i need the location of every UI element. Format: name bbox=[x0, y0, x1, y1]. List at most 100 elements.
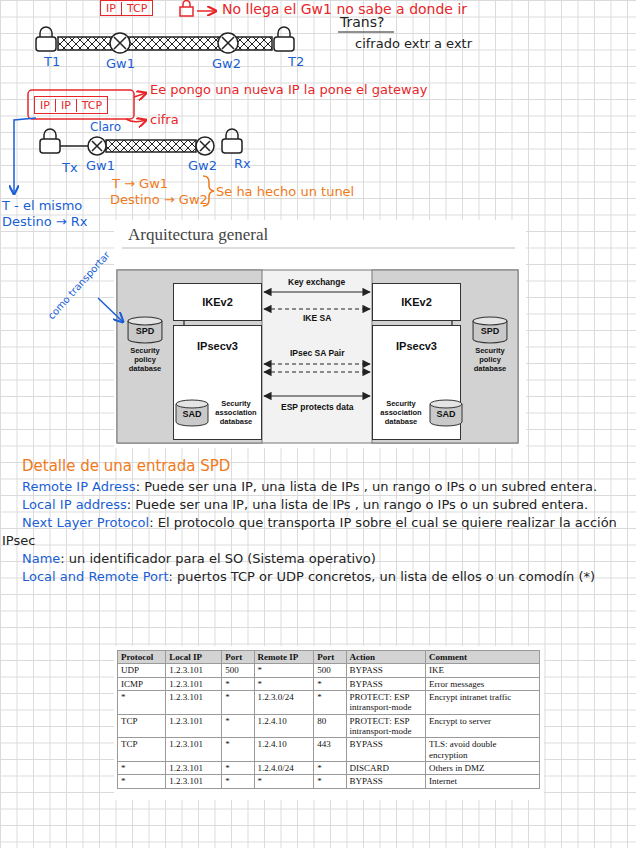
table-cell: TCP bbox=[118, 714, 166, 738]
table-cell: * bbox=[314, 691, 346, 715]
packet-field: IP bbox=[101, 2, 122, 15]
note-label: Rx bbox=[234, 156, 251, 172]
field-description: : Puede ser una IP, una lista de IPs , u… bbox=[136, 479, 597, 494]
note-label: T2 bbox=[288, 54, 304, 70]
connector-line bbox=[264, 308, 370, 309]
table-cell: * bbox=[118, 762, 166, 775]
table-header: Local IP bbox=[166, 651, 222, 664]
sad-cylinder: SAD bbox=[429, 399, 463, 427]
packet-field: TCP bbox=[122, 2, 152, 15]
table-row: UDP1.2.3.101500*500BYPASSIKE bbox=[118, 664, 540, 677]
note-label: Claro bbox=[90, 120, 121, 134]
node-label: IKEv2 bbox=[401, 296, 432, 308]
table-row: *1.2.3.101*1.2.3.0/24*PROTECT: ESP intra… bbox=[118, 691, 540, 715]
ike-box: IKEv2 bbox=[173, 283, 262, 321]
table-cell: * bbox=[314, 762, 346, 775]
spd-table: ProtocolLocal IPPortRemote IPPortActionC… bbox=[117, 650, 540, 789]
table-cell: * bbox=[314, 677, 346, 690]
node-label: SAD bbox=[182, 409, 201, 419]
note-label: Gw2 bbox=[212, 56, 241, 72]
ike-box: IKEv2 bbox=[372, 283, 461, 321]
notes-block: Remote IP Adress: Puede ser una IP, una … bbox=[2, 478, 630, 586]
table-row: *1.2.3.101***BYPASSInternet bbox=[118, 775, 540, 788]
table-cell: BYPASS bbox=[346, 738, 425, 762]
table-cell: * bbox=[222, 738, 254, 762]
table-cell: 1.2.4.10 bbox=[254, 714, 314, 738]
table-cell: Encrypt to server bbox=[425, 714, 539, 738]
table-cell: * bbox=[118, 775, 166, 788]
note-label: Se ha hecho un tunel bbox=[216, 184, 354, 200]
note-label: Gw2 bbox=[188, 158, 217, 174]
field-description: : Puede ser una IP, una lista de IPs , u… bbox=[127, 497, 588, 512]
table-row: ICMP1.2.3.101***BYPASSError messages bbox=[118, 677, 540, 690]
note-label: Detalle de una entrada SPD bbox=[22, 457, 230, 475]
table-row: TCP1.2.3.101*1.2.4.1080PROTECT: ESP intr… bbox=[118, 714, 540, 738]
table-cell: 1.2.3.101 bbox=[166, 677, 222, 690]
table-cell: * bbox=[314, 775, 346, 788]
edge-label: IKE SA bbox=[301, 313, 333, 323]
field-description: : un identificador para el SO (Sistema o… bbox=[60, 551, 375, 566]
note-label: Destino → Gw2 bbox=[110, 192, 208, 208]
table-row: ProtocolLocal IPPortRemote IPPortActionC… bbox=[118, 651, 540, 664]
node-label: SPD bbox=[481, 326, 500, 336]
table-cell: ICMP bbox=[118, 677, 166, 690]
table-cell: 1.2.3.0/24 bbox=[254, 691, 314, 715]
field-name: Remote IP Adress bbox=[22, 479, 136, 494]
table-header: Port bbox=[314, 651, 346, 664]
table-row: *1.2.3.101*1.2.4.0/24*DISCARDOthers in D… bbox=[118, 762, 540, 775]
table-header: Action bbox=[346, 651, 425, 664]
note-paragraph: Local IP address: Puede ser una IP, una … bbox=[2, 496, 630, 514]
note-paragraph: Next Layer Protocol: El protocolo que tr… bbox=[2, 514, 630, 550]
spd-cylinder: SPD bbox=[472, 316, 508, 344]
edge-label: ESP protects data bbox=[279, 402, 356, 412]
connector bbox=[264, 396, 370, 397]
table-header: Protocol bbox=[118, 651, 166, 664]
spd-cylinder: SPD bbox=[127, 316, 163, 344]
table-header: Port bbox=[222, 651, 254, 664]
table-cell: * bbox=[254, 775, 314, 788]
table-cell: 80 bbox=[314, 714, 346, 738]
packet-field: TCP bbox=[77, 99, 107, 112]
table-cell: * bbox=[222, 762, 254, 775]
note-label: Gw1 bbox=[106, 56, 135, 72]
note-label: T1 bbox=[44, 54, 60, 70]
table-header: Remote IP bbox=[254, 651, 314, 664]
note-label: T - el mismo bbox=[2, 198, 82, 214]
table-row: TCP1.2.3.101*1.2.4.10443BYPASSTLS: avoid… bbox=[118, 738, 540, 762]
edge-label: Key exchange bbox=[286, 277, 347, 287]
node-label: IPsecv3 bbox=[197, 340, 238, 352]
table-cell: * bbox=[222, 714, 254, 738]
connector-line bbox=[264, 363, 370, 364]
table-cell: BYPASS bbox=[346, 677, 425, 690]
note-label: cifrado extr a extr bbox=[355, 36, 472, 52]
table-cell: * bbox=[222, 775, 254, 788]
table-cell: IKE bbox=[425, 664, 539, 677]
note-label: Destino → Rx bbox=[2, 214, 88, 230]
table-cell: 443 bbox=[314, 738, 346, 762]
note-label: Security policy database bbox=[464, 346, 516, 373]
table-cell: * bbox=[254, 664, 314, 677]
table-cell: 1.2.3.101 bbox=[166, 775, 222, 788]
note-label: Trans? bbox=[340, 14, 384, 31]
note-label: Security association database bbox=[375, 399, 427, 426]
table-cell: 500 bbox=[222, 664, 254, 677]
table-header: Comment bbox=[425, 651, 539, 664]
connector bbox=[264, 364, 370, 372]
note-label: Security policy database bbox=[119, 346, 171, 373]
table-cell: Others in DMZ bbox=[425, 762, 539, 775]
note-label: T → Gw1 bbox=[112, 176, 168, 192]
table-cell: 1.2.3.101 bbox=[166, 762, 222, 775]
table-cell: 500 bbox=[314, 664, 346, 677]
node-label: IPsecv3 bbox=[396, 340, 437, 352]
table-cell: TCP bbox=[118, 738, 166, 762]
table-cell: Error messages bbox=[425, 677, 539, 690]
table-cell: * bbox=[118, 691, 166, 715]
table-cell: 1.2.3.101 bbox=[166, 714, 222, 738]
note-paragraph: Remote IP Adress: Puede ser una IP, una … bbox=[2, 478, 630, 496]
table-cell: PROTECT: ESP intransport-mode bbox=[346, 714, 425, 738]
note-label: Gw1 bbox=[86, 158, 115, 174]
table-cell: * bbox=[254, 677, 314, 690]
node-label: SPD bbox=[136, 326, 155, 336]
table-cell: BYPASS bbox=[346, 664, 425, 677]
